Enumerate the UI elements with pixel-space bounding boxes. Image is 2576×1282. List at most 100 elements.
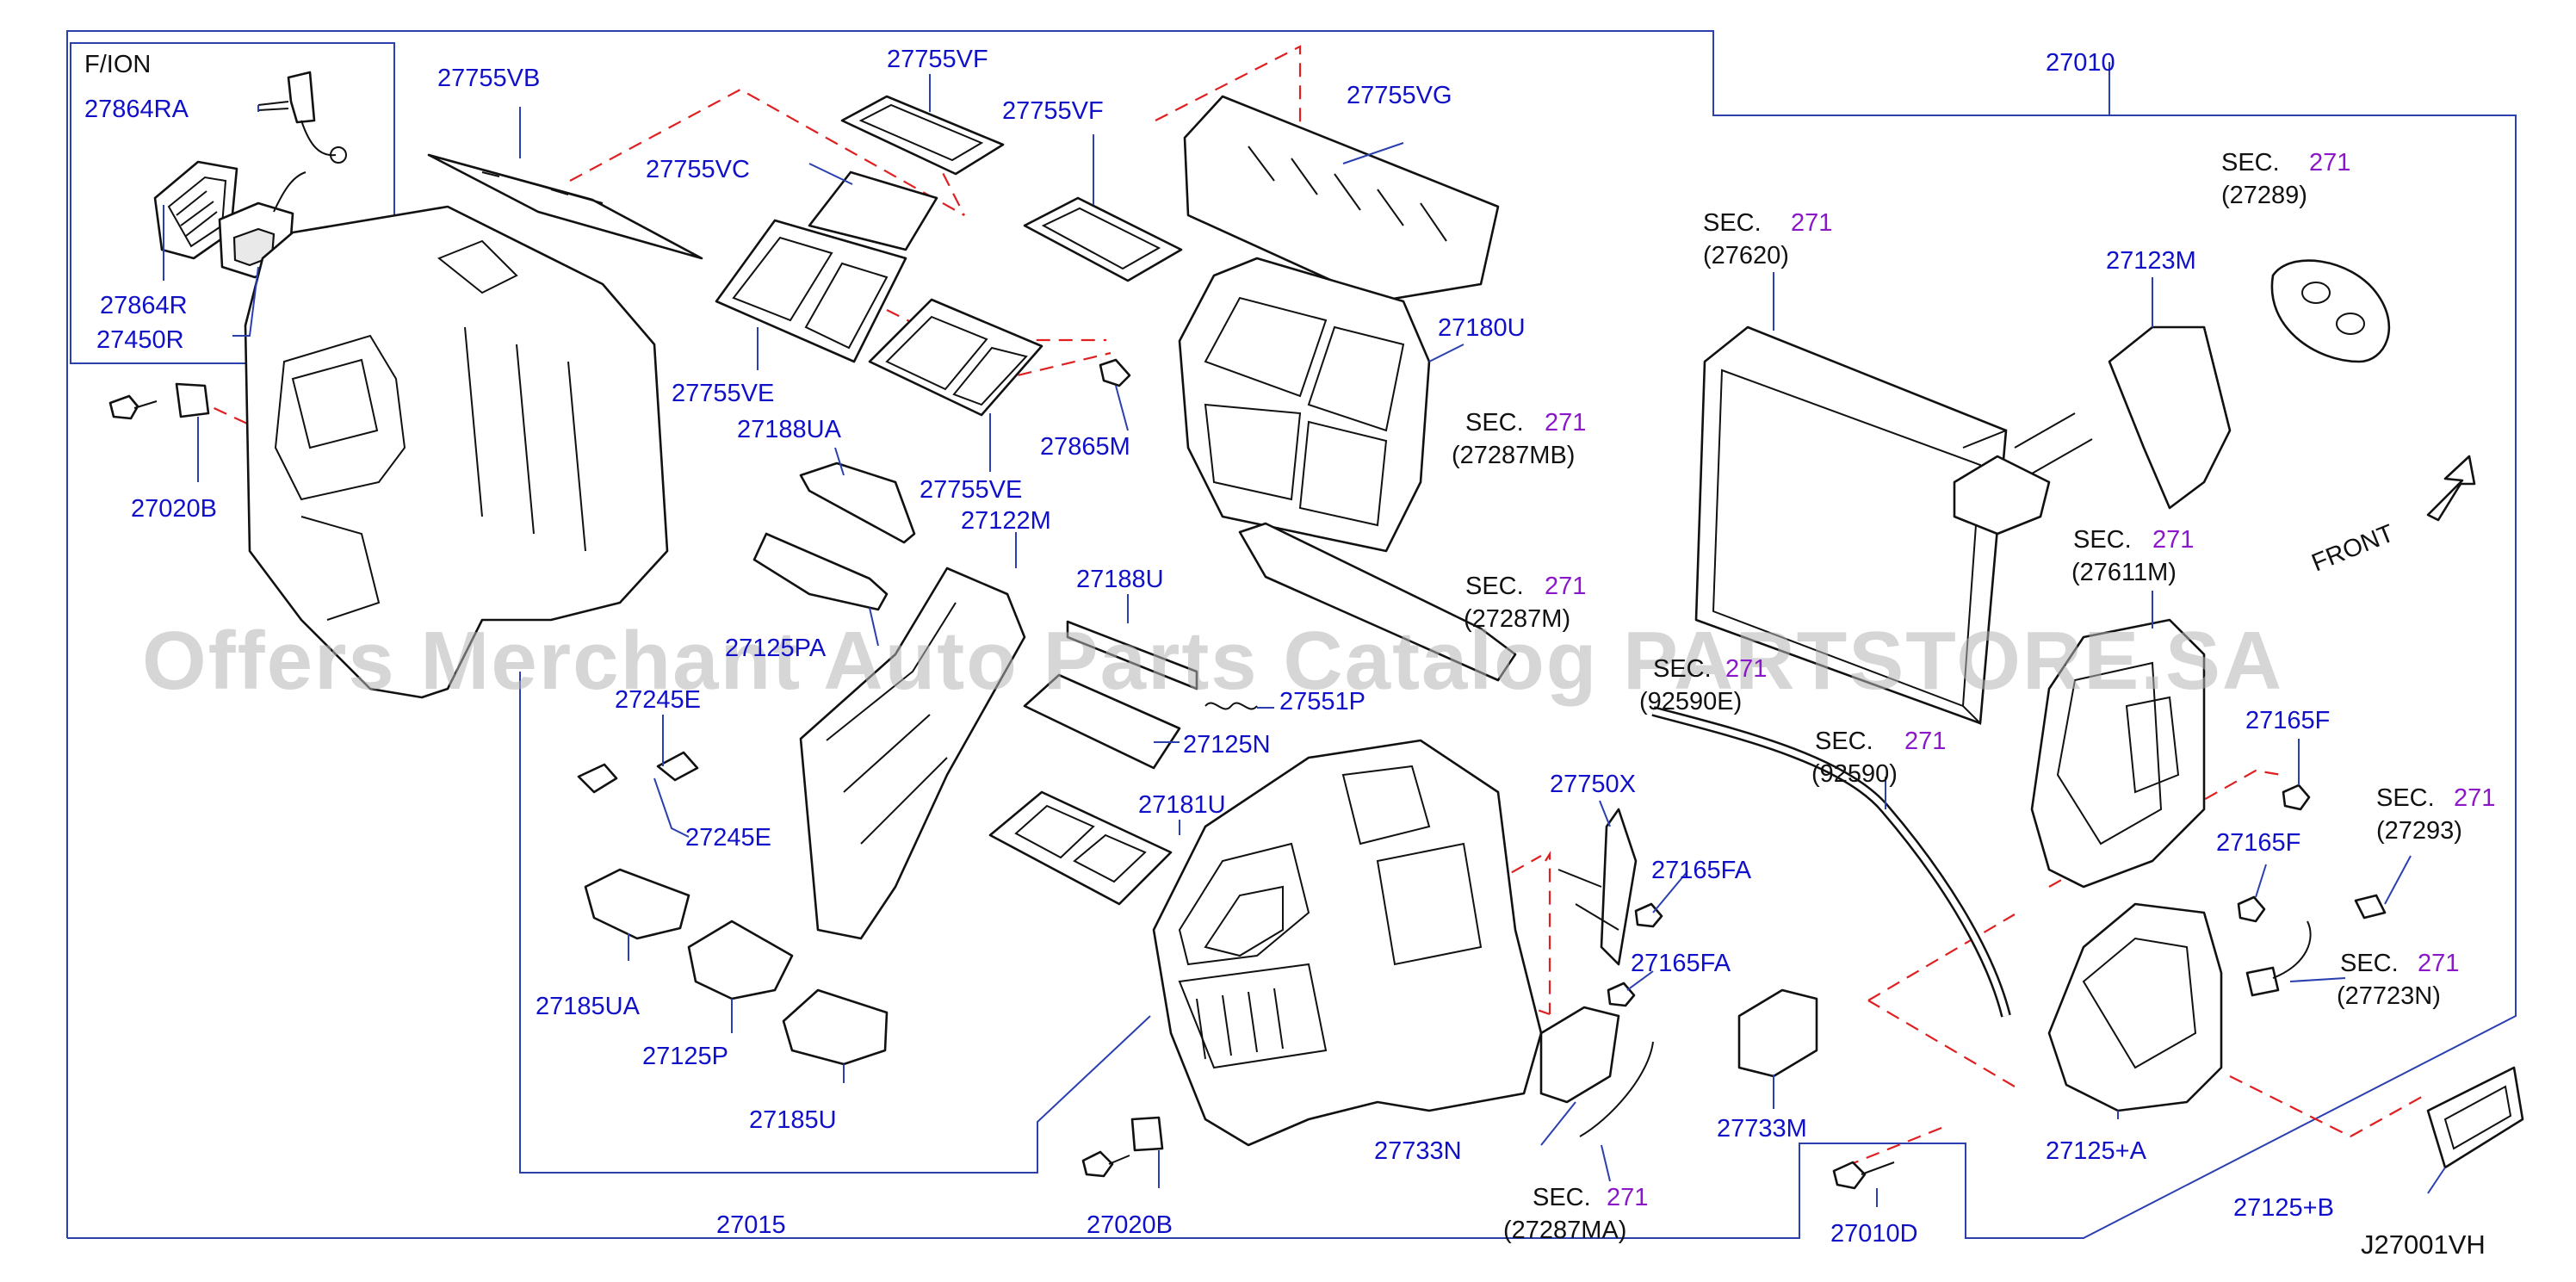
screw-icon-lower bbox=[1081, 1150, 1130, 1178]
svg-text:271: 271 bbox=[2152, 526, 2194, 554]
filter-frame-vf-b-icon bbox=[1023, 196, 1183, 282]
label-27185UA[interactable]: 27185UA bbox=[536, 993, 641, 1020]
svg-text:271: 271 bbox=[2309, 149, 2350, 177]
screw-165fa-b-icon bbox=[1607, 982, 1636, 1007]
harness-723n-icon bbox=[2245, 920, 2312, 997]
label-27122M[interactable]: 27122M bbox=[961, 507, 1051, 535]
door-125p-icon bbox=[687, 920, 794, 1000]
sec-ref-27293[interactable]: SEC. 271 (27293) bbox=[2376, 784, 2495, 845]
label-27125P[interactable]: 27125P bbox=[642, 1043, 728, 1070]
air-mix-shaft-188u-icon bbox=[1066, 620, 1198, 691]
sec-ref-27289[interactable]: SEC. 271 (27289) bbox=[2221, 149, 2350, 209]
sec-ref-27620[interactable]: SEC. 271 (27620) bbox=[1703, 209, 1832, 269]
sec-ref-92590[interactable]: SEC. 271 (92590) bbox=[1811, 728, 1946, 788]
label-27733N[interactable]: 27733N bbox=[1374, 1137, 1462, 1165]
label-27188UA[interactable]: 27188UA bbox=[737, 416, 842, 443]
label-27755VF-b[interactable]: 27755VF bbox=[1002, 97, 1104, 125]
label-27125PA[interactable]: 27125PA bbox=[725, 635, 827, 662]
label-27865M[interactable]: 27865M bbox=[1040, 433, 1130, 461]
label-27165FA-b[interactable]: 27165FA bbox=[1631, 950, 1731, 977]
svg-text:(27620): (27620) bbox=[1703, 242, 1789, 269]
grille-125b-icon bbox=[2426, 1066, 2524, 1169]
label-27125B[interactable]: 27125+B bbox=[2233, 1194, 2334, 1222]
door-185u-icon bbox=[782, 988, 889, 1066]
label-27015[interactable]: 27015 bbox=[716, 1211, 786, 1239]
svg-text:(27287M): (27287M) bbox=[1464, 605, 1570, 633]
door-181u-icon bbox=[988, 790, 1173, 906]
label-27165F-b[interactable]: 27165F bbox=[2216, 829, 2300, 857]
label-27755VF-a[interactable]: 27755VF bbox=[887, 46, 988, 73]
label-27750X[interactable]: 27750X bbox=[1550, 771, 1636, 798]
label-27864RA[interactable]: 27864RA bbox=[84, 96, 189, 123]
svg-text:SEC.: SEC. bbox=[2340, 950, 2399, 977]
screw-165f-a-icon bbox=[2282, 783, 2311, 811]
label-27864R[interactable]: 27864R bbox=[100, 292, 188, 319]
label-27125A[interactable]: 27125+A bbox=[2046, 1137, 2147, 1165]
sec-ref-92590E[interactable]: SEC. 271 (92590E) bbox=[1639, 655, 1767, 715]
svg-text:(27287MA): (27287MA) bbox=[1503, 1217, 1626, 1244]
label-27020B-a[interactable]: 27020B bbox=[131, 495, 217, 523]
front-arrow-icon bbox=[2426, 455, 2476, 522]
label-27755VC[interactable]: 27755VC bbox=[646, 156, 750, 183]
label-27165FA-a[interactable]: 27165FA bbox=[1651, 857, 1752, 884]
heater-unit-assembly-icon bbox=[1152, 739, 1543, 1147]
label-27165F-a[interactable]: 27165F bbox=[2245, 707, 2330, 734]
svg-text:SEC.: SEC. bbox=[1815, 728, 1873, 755]
label-27010D[interactable]: 27010D bbox=[1830, 1220, 1918, 1248]
sec-ref-27287MA[interactable]: SEC. 271 (27287MA) bbox=[1503, 1184, 1648, 1244]
sec-ref-27287MB[interactable]: SEC. 271 (27287MB) bbox=[1452, 409, 1586, 469]
clip-245e-a-icon bbox=[577, 763, 618, 794]
svg-text:SEC.: SEC. bbox=[1465, 409, 1524, 437]
svg-text:271: 271 bbox=[1545, 409, 1586, 437]
label-27010[interactable]: 27010 bbox=[2046, 49, 2115, 77]
sec-ref-27287M[interactable]: SEC. 271 (27287M) bbox=[1464, 573, 1586, 633]
filter-top-gasket-icon bbox=[427, 153, 703, 260]
filter-cover-vg-icon bbox=[1183, 95, 1500, 303]
label-27450R[interactable]: 27450R bbox=[96, 326, 184, 354]
label-27020B-b[interactable]: 27020B bbox=[1087, 1211, 1173, 1239]
door-shaft-ua-icon bbox=[799, 461, 916, 544]
watermark-text: Offers Merchant Auto Parts Catalog PARTS… bbox=[142, 615, 2283, 707]
filter-frame-vf-a-icon bbox=[840, 95, 1005, 176]
svg-text:SEC.: SEC. bbox=[1703, 209, 1762, 237]
screw-165f-b-icon bbox=[2237, 895, 2266, 923]
label-27181U[interactable]: 27181U bbox=[1138, 791, 1226, 819]
label-27551P[interactable]: 27551P bbox=[1279, 688, 1365, 715]
part-labels: F/ION 27864RA 27864R 27450R 27755VB 2775… bbox=[84, 46, 2495, 1260]
label-27755VG[interactable]: 27755VG bbox=[1347, 82, 1452, 109]
svg-text:(92590E): (92590E) bbox=[1639, 688, 1742, 715]
label-27755VE-b[interactable]: 27755VE bbox=[920, 476, 1022, 504]
svg-text:271: 271 bbox=[2418, 950, 2459, 977]
door-125n-icon bbox=[1023, 673, 1181, 770]
front-label: FRONT bbox=[2308, 519, 2399, 577]
label-27733M[interactable]: 27733M bbox=[1717, 1115, 1807, 1143]
svg-text:271: 271 bbox=[1607, 1184, 1648, 1211]
fion-box-title: F/ION bbox=[84, 51, 151, 78]
svg-text:(27287MB): (27287MB) bbox=[1452, 442, 1575, 469]
sec-ref-27723N[interactable]: SEC. 271 (27723N) bbox=[2337, 950, 2459, 1010]
label-27245E-a[interactable]: 27245E bbox=[615, 686, 701, 714]
svg-text:SEC.: SEC. bbox=[1533, 1184, 1591, 1211]
upper-case-180u-icon bbox=[1178, 257, 1431, 553]
harness-287ma-icon bbox=[1579, 1041, 1654, 1137]
label-27245E-b[interactable]: 27245E bbox=[685, 824, 771, 852]
svg-text:(27289): (27289) bbox=[2221, 182, 2307, 209]
link-750x-icon bbox=[1557, 808, 1638, 966]
sec-ref-27611M[interactable]: SEC. 271 (27611M) bbox=[2071, 526, 2194, 586]
label-27180U[interactable]: 27180U bbox=[1438, 314, 1526, 342]
label-27123M[interactable]: 27123M bbox=[2106, 247, 2196, 275]
label-27125N[interactable]: 27125N bbox=[1183, 731, 1271, 759]
label-27185U[interactable]: 27185U bbox=[749, 1106, 837, 1134]
label-27755VB[interactable]: 27755VB bbox=[437, 65, 540, 92]
bolt-010d-icon bbox=[1832, 1161, 1895, 1190]
label-27755VE-a[interactable]: 27755VE bbox=[672, 380, 774, 407]
svg-text:SEC.: SEC. bbox=[1465, 573, 1524, 600]
spring-551p-icon bbox=[1204, 702, 1258, 710]
bracket-123m-icon bbox=[2108, 325, 2232, 510]
svg-text:(27293): (27293) bbox=[2376, 817, 2462, 845]
left-case-housing-icon bbox=[244, 205, 669, 699]
actuator-733n-icon bbox=[1539, 1006, 1620, 1104]
label-27188U[interactable]: 27188U bbox=[1076, 566, 1164, 593]
